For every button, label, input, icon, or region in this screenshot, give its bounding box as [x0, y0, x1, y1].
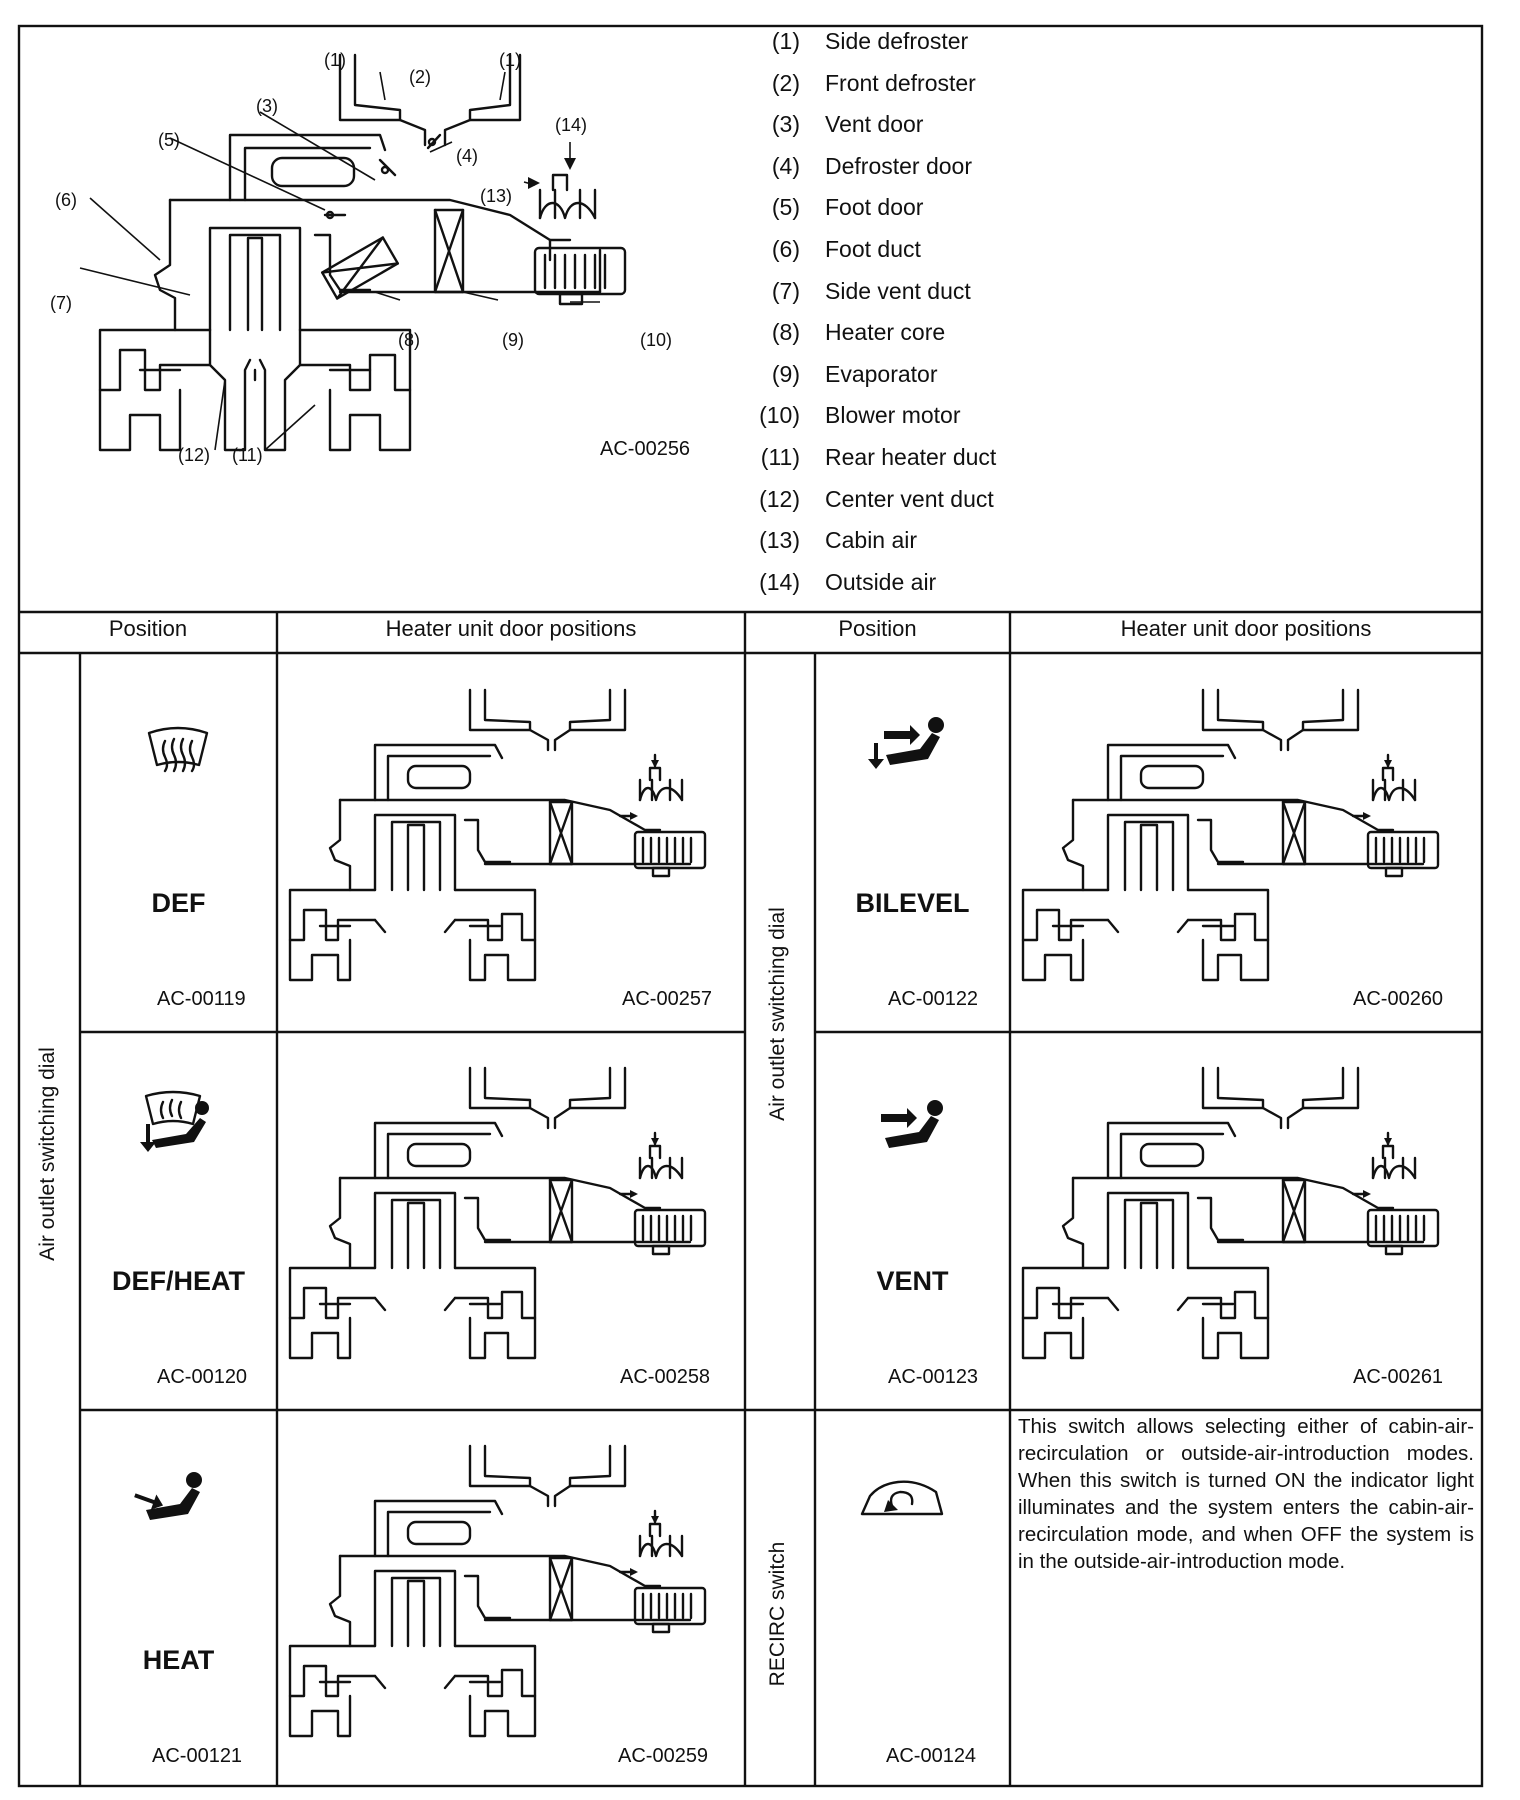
diagram-code-vent: AC-00261 — [1353, 1366, 1444, 1388]
callout: (14) — [555, 115, 588, 135]
legend-item: (5) Foot door — [740, 194, 1120, 224]
callout: (13) — [480, 186, 513, 206]
legend-number: (3) — [771, 111, 800, 138]
legend-label: Blower motor — [825, 402, 961, 429]
legend-number: (11) — [760, 444, 800, 470]
header-position-right: Position — [838, 616, 917, 641]
overview-diagram — [79, 53, 627, 452]
diagram-heat — [288, 1444, 707, 1738]
header-door-right: Heater unit door positions — [1120, 616, 1372, 641]
callout: (11) — [232, 445, 263, 465]
legend-item: (7) Side vent duct — [740, 278, 1120, 308]
header-door-left: Heater unit door positions — [385, 616, 637, 641]
legend: (1) Side defroster (2) Front defroster (3) Ve… — [740, 28, 1120, 608]
mode-label-def: DEF — [151, 888, 206, 918]
windshield-defrost-icon — [147, 726, 209, 773]
legend-number: (1) — [771, 28, 800, 54]
callout: (1) — [499, 50, 521, 70]
callout: (1) — [324, 50, 346, 70]
recirc-description: This switch allows selecting either of c… — [1018, 1415, 1474, 1573]
recirculation-icon — [860, 1480, 944, 1516]
diagram-def — [288, 688, 707, 982]
callout: (6) — [55, 190, 77, 210]
icon-code-def-heat: AC-00120 — [157, 1366, 248, 1388]
legend-label: Vent door — [825, 111, 924, 138]
legend-number: (13) — [759, 527, 800, 554]
legend-item: (6) Foot duct — [740, 236, 1120, 266]
callout: (5) — [158, 130, 180, 150]
legend-item: (9) Evaporator — [740, 361, 1120, 391]
bilevel-icon — [868, 717, 944, 769]
group-label-recirc: RECIRC switch — [766, 1541, 789, 1687]
legend-number: (8) — [771, 319, 800, 346]
header-position-left: Position — [108, 616, 188, 641]
mode-label-def-heat: DEF/HEAT — [112, 1266, 245, 1296]
legend-label: Foot door — [825, 194, 924, 221]
diagram-code-bilevel: AC-00260 — [1353, 988, 1444, 1010]
callout: (4) — [456, 146, 478, 166]
callout: (10) — [640, 330, 673, 350]
foot-heat-icon — [134, 1472, 202, 1520]
callout: (7) — [50, 293, 72, 313]
diagram-code-heat: AC-00259 — [618, 1745, 709, 1767]
icon-code-def: AC-00119 — [157, 988, 246, 1010]
legend-label: Front defroster — [825, 69, 976, 96]
legend-label: Cabin air — [825, 527, 918, 554]
legend-label: Heater core — [825, 319, 946, 346]
legend-label: Side vent duct — [825, 277, 971, 304]
legend-number: (14) — [759, 568, 800, 595]
diagram-vent — [1021, 1066, 1440, 1360]
legend-label: Evaporator — [825, 360, 938, 387]
diagram-code-def: AC-00257 — [622, 988, 713, 1010]
legend-number: (2) — [771, 69, 800, 96]
legend-number: (6) — [771, 236, 800, 262]
legend-item: (1) Side defroster — [740, 28, 1120, 58]
legend-number: (5) — [771, 194, 800, 221]
defrost-heat-icon — [140, 1090, 209, 1152]
legend-number: (9) — [771, 360, 800, 387]
mode-label-bilevel: BILEVEL — [855, 888, 970, 918]
legend-number: (4) — [771, 152, 800, 179]
icon-code-bilevel: AC-00122 — [888, 988, 979, 1010]
vent-face-icon — [881, 1100, 943, 1148]
legend-item: (14) Outside air — [740, 569, 1120, 599]
legend-item: (3) Vent door — [740, 111, 1120, 141]
callout: (3) — [256, 96, 278, 116]
legend-label: Center vent duct — [825, 485, 994, 512]
legend-item: (10) Blower motor — [740, 402, 1120, 432]
mode-label-vent: VENT — [876, 1266, 949, 1296]
legend-number: (10) — [759, 402, 800, 429]
legend-number: (7) — [771, 277, 800, 304]
callout: (9) — [502, 330, 524, 350]
group-label-left: Air outlet switching dial — [36, 1047, 59, 1261]
mode-label-heat: HEAT — [142, 1645, 215, 1675]
icon-code-heat: AC-00121 — [152, 1745, 243, 1767]
legend-item: (11) Rear heater duct — [740, 444, 1120, 474]
diagram-bilevel — [1021, 688, 1440, 982]
figure-code: AC-00256 — [600, 438, 691, 460]
legend-item: (12) Center vent duct — [740, 486, 1120, 516]
legend-item: (4) Defroster door — [740, 153, 1120, 183]
icon-code-recirc: AC-00124 — [886, 1745, 977, 1767]
group-label-right: Air outlet switching dial — [766, 907, 789, 1121]
legend-label: Foot duct — [825, 236, 921, 262]
callout: (12) — [178, 445, 211, 465]
diagram-code-def-heat: AC-00258 — [620, 1366, 711, 1388]
callout: (2) — [409, 67, 431, 87]
icon-code-vent: AC-00123 — [888, 1366, 979, 1388]
legend-label: Rear heater duct — [825, 444, 997, 470]
legend-label: Side defroster — [825, 28, 969, 54]
legend-item: (13) Cabin air — [740, 527, 1120, 557]
diagram-def-heat — [288, 1066, 707, 1360]
legend-label: Defroster door — [825, 152, 973, 179]
legend-label: Outside air — [825, 568, 937, 595]
legend-item: (2) Front defroster — [740, 70, 1120, 100]
legend-number: (12) — [759, 485, 800, 512]
legend-item: (8) Heater core — [740, 319, 1120, 349]
callout: (8) — [398, 330, 420, 350]
